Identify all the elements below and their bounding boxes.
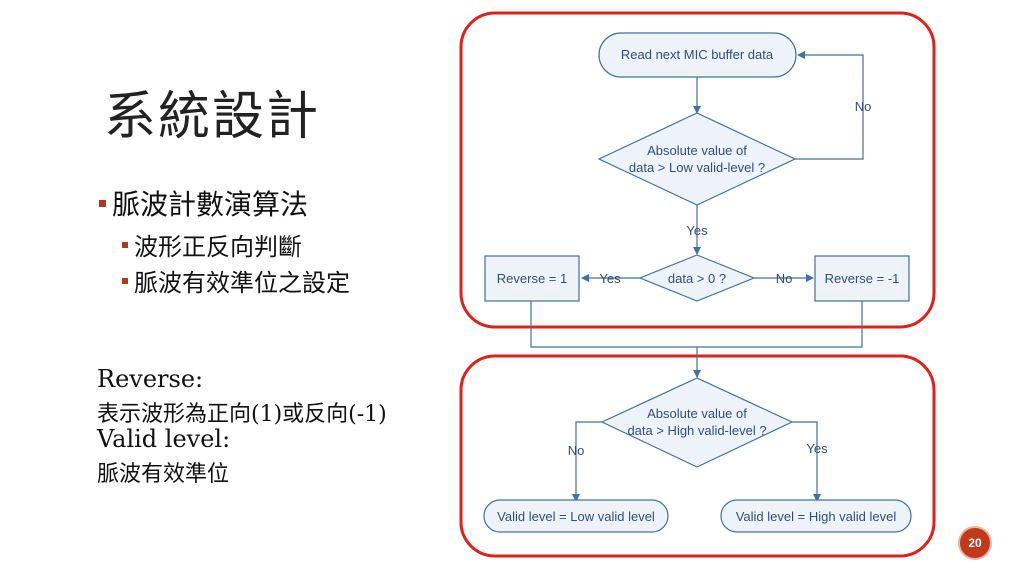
decision-low-level [597,112,797,206]
label-no-left: No [568,443,585,458]
decision3-line2: data > High valid-level ? [627,423,766,438]
start-text: Read next MIC buffer data [621,47,774,62]
note-reverse-desc: 表示波形為正向(1)或反向(-1) [97,402,387,427]
note-reverse-label: Reverse: [97,365,204,393]
label-yes-down: Yes [686,223,708,238]
highlight-frame-top [459,11,936,329]
decision1-line2: data > Low valid-level ? [629,160,765,175]
bullet-marker-icon [99,199,106,207]
process-reverse-pos [484,255,580,302]
process-reverse-neg [814,255,910,302]
decision-high-level [600,377,794,468]
decision-positive [638,254,756,302]
label-yes-right: Yes [806,441,828,456]
bullet-text: 波形正反向判斷 [134,233,302,261]
label-no-right: No [776,271,793,286]
note-valid-label: Valid level: [97,425,231,453]
bullet-marker-icon [122,277,128,284]
bullet-valid-level: 脈波有效準位之設定 [122,263,350,298]
terminal-valid-low [483,499,669,533]
arrow-no-loop [795,51,864,160]
valid-high-text: Valid level = High valid level [736,509,897,524]
bullet-text: 脈波計數演算法 [112,188,309,221]
merge-line [530,301,863,348]
valid-low-text: Valid level = Low valid level [497,509,655,524]
note-valid-desc: 脈波有效準位 [97,462,230,487]
slide-title: 系統設計 [104,87,321,147]
label-no-loop: No [855,99,872,114]
start-terminal [598,32,797,78]
reverse-neg-text: Reverse = -1 [825,271,900,286]
arrow-yes-high [792,421,821,502]
reverse-pos-text: Reverse = 1 [497,271,567,286]
decision1-line1: Absolute value of [647,143,747,158]
bullet-waveform-direction: 波形正反向判斷 [122,227,302,262]
decision3-line1: Absolute value of [647,406,747,421]
decision2-text: data > 0 ? [668,271,726,286]
bullet-marker-icon [122,241,128,248]
terminal-valid-high [720,499,912,533]
arrow-no-low [572,421,602,502]
page-number-badge: 20 [958,526,992,560]
label-yes-left: Yes [599,271,621,286]
bullet-text: 脈波有效準位之設定 [134,269,350,297]
bullet-pulse-count: 脈波計數演算法 [99,183,308,223]
